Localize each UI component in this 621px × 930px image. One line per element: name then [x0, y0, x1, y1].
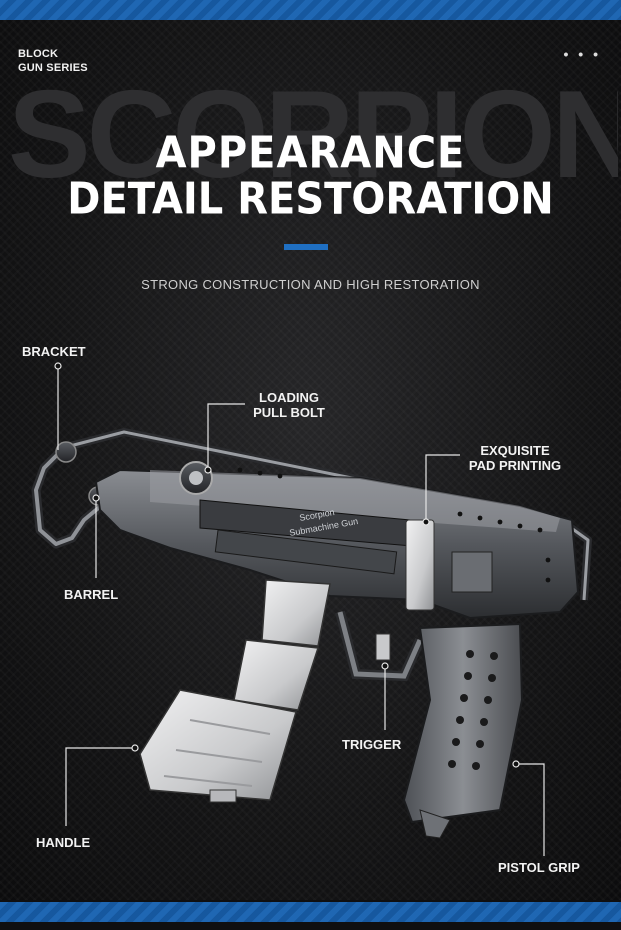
receiver-body: Scorpion Submachine Gun	[94, 461, 580, 620]
label-exquisite-pad-printing: EXQUISITE PAD PRINTING	[460, 443, 570, 473]
label-bracket: BRACKET	[22, 344, 86, 359]
label-pad-line-1: EXQUISITE	[480, 443, 550, 458]
accent-bar	[284, 244, 328, 250]
menu-dots-icon[interactable]: • • •	[563, 46, 601, 62]
label-trigger: TRIGGER	[342, 737, 402, 752]
callout-lines	[54, 362, 545, 856]
series-label: BLOCK GUN SERIES	[18, 47, 88, 75]
headline-line-1: APPEARANCE	[155, 127, 466, 179]
bottom-stripe	[0, 902, 621, 922]
series-line-1: BLOCK	[18, 48, 59, 60]
label-barrel: BARREL	[64, 587, 119, 602]
background-watermark-word: SCORPION	[8, 70, 618, 200]
headline-line-2: DETAIL RESTORATION	[67, 173, 554, 225]
label-pad-line-2: PAD PRINTING	[468, 458, 562, 473]
label-pistol-grip: PISTOL GRIP	[498, 860, 580, 875]
headline: APPEARANCE DETAIL RESTORATION	[0, 127, 621, 225]
magazine-handle-part	[139, 579, 331, 803]
label-loading-line-1: LOADING	[259, 390, 319, 405]
top-stripe	[0, 0, 621, 20]
pistol-grip-part	[402, 622, 524, 839]
series-line-2: GUN SERIES	[18, 62, 88, 74]
pad-print-panel	[405, 519, 435, 611]
label-loading-line-2: PULL BOLT	[253, 405, 325, 420]
subtitle: STRONG CONSTRUCTION AND HIGH RESTORATION	[141, 277, 480, 292]
carbon-background	[0, 20, 621, 900]
trigger-guard	[335, 610, 425, 682]
label-handle: HANDLE	[36, 835, 91, 850]
label-loading-pull-bolt: LOADING PULL BOLT	[245, 390, 333, 420]
